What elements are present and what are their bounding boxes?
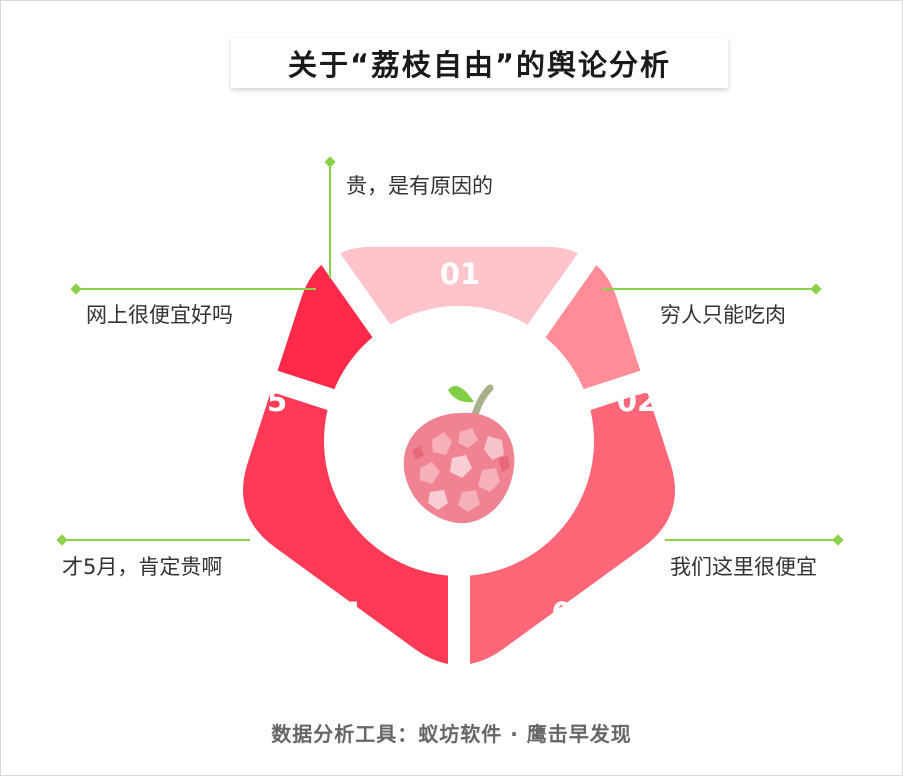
segment-label-02: 穷人只能吃肉 xyxy=(660,303,786,327)
segment-number-01: 01 xyxy=(440,257,480,291)
segment-label-05: 网上很便宜好吗 xyxy=(86,303,233,327)
segment-label-04: 才5月，肯定贵啊 xyxy=(62,555,223,579)
segment-number-05: 05 xyxy=(247,384,287,418)
segment-03 xyxy=(459,375,675,665)
title-box: 关于“荔枝自由”的舆论分析 xyxy=(231,38,728,88)
segment-label-01: 贵，是有原因的 xyxy=(346,174,493,198)
connector-dot xyxy=(70,283,82,295)
page-title: 关于“荔枝自由”的舆论分析 xyxy=(287,48,672,82)
connector-dot xyxy=(56,534,68,546)
segment-02 xyxy=(459,258,675,520)
segment-number-03: 03 xyxy=(552,596,592,630)
connector-dot xyxy=(324,156,336,168)
connector-dot xyxy=(810,283,822,295)
connector-dot xyxy=(832,534,844,546)
segment-number-04: 04 xyxy=(321,596,361,630)
segment-05 xyxy=(243,258,459,441)
segment-04 xyxy=(243,375,459,665)
segment-number-02: 02 xyxy=(617,384,657,418)
footer-source: 数据分析工具：蚁坊软件 · 鹰击早发现 xyxy=(271,722,632,746)
segment-label-03: 我们这里很便宜 xyxy=(670,555,817,579)
lychee-icon xyxy=(403,384,515,524)
